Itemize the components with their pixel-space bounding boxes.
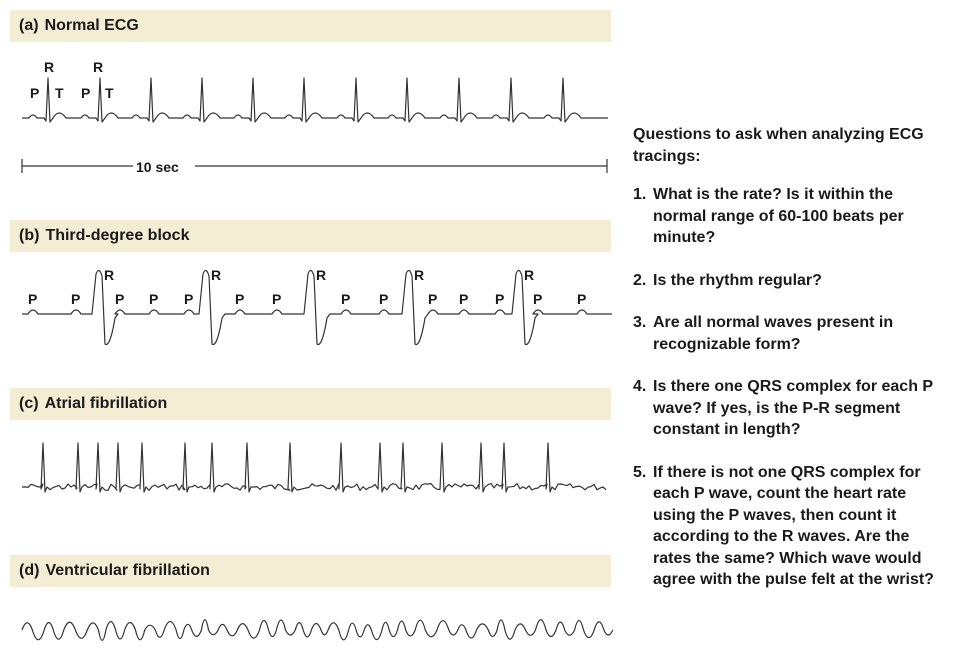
panel-letter: (d) [19,562,40,579]
panel-title: Normal ECG [44,17,139,34]
panel-title: Third-degree block [45,227,190,244]
questions-panel: Questions to ask when analyzing ECG trac… [633,124,943,612]
question-number: 3. [633,314,647,331]
r-wave-label: R [44,59,54,75]
p-wave-label: P [341,291,350,307]
p-wave-label: P [71,291,80,307]
p-wave-label: P [184,291,193,307]
t-wave-label: T [55,85,64,101]
panel-letter: (c) [19,395,39,412]
r-wave-label: R [93,59,103,75]
question-text: Are all normal waves present in recogniz… [653,314,894,353]
question-item: 4. Is there one QRS complex for each P w… [633,376,943,441]
p-wave-label: P [235,291,244,307]
p-wave-label: P [459,291,468,307]
p-wave-label: P [272,291,281,307]
third-degree-block-trace [22,269,612,346]
p-wave-label: P [28,291,37,307]
p-wave-label: P [81,85,90,101]
questions-title: Questions to ask when analyzing ECG trac… [633,126,924,165]
panel-d-header: (d) Ventricular fibrillation [10,555,611,587]
p-wave-label: P [115,291,124,307]
question-number: 4. [633,378,647,395]
question-item: 1. What is the rate? Is it within the no… [633,184,943,249]
question-item: 2. Is the rhythm regular? [633,270,943,292]
question-text: If there is not one QRS complex for each… [653,463,934,589]
question-number: 2. [633,271,647,289]
t-wave-label: T [105,85,114,101]
p-wave-label: P [149,291,158,307]
panel-a-header: (a) Normal ECG [10,10,611,42]
atrial-fibrillation-trace [21,442,607,493]
panel-letter: (b) [19,227,40,244]
scale-label: 10 sec [136,159,179,175]
p-wave-label: P [495,291,504,307]
question-text: Is the rhythm regular? [653,271,822,289]
r-wave-label: R [524,267,534,283]
question-number: 1. [633,186,647,203]
r-wave-label: R [211,267,221,283]
p-wave-label: P [30,85,39,101]
question-item: 3. Are all normal waves present in recog… [633,312,943,355]
question-number: 5. [633,463,647,481]
r-wave-label: R [414,267,424,283]
r-wave-label: R [104,267,114,283]
panel-letter: (a) [19,17,39,34]
normal-ecg-trace [22,77,608,123]
p-wave-label: P [379,291,388,307]
panel-b-header: (b) Third-degree block [10,220,611,252]
ventricular-fibrillation-trace [21,619,614,641]
p-wave-label: P [577,291,586,307]
panel-title: Ventricular fibrillation [45,562,210,579]
r-wave-label: R [316,267,326,283]
question-item: 5. If there is not one QRS complex for e… [633,462,943,591]
question-text: Is there one QRS complex for each P wave… [653,378,933,438]
p-wave-label: P [533,291,542,307]
p-wave-label: P [428,291,437,307]
panel-c-header: (c) Atrial fibrillation [10,388,611,420]
question-text: What is the rate? Is it within the norma… [653,186,904,246]
time-scale-bar: 10 sec [21,159,608,175]
panel-title: Atrial fibrillation [44,395,168,412]
